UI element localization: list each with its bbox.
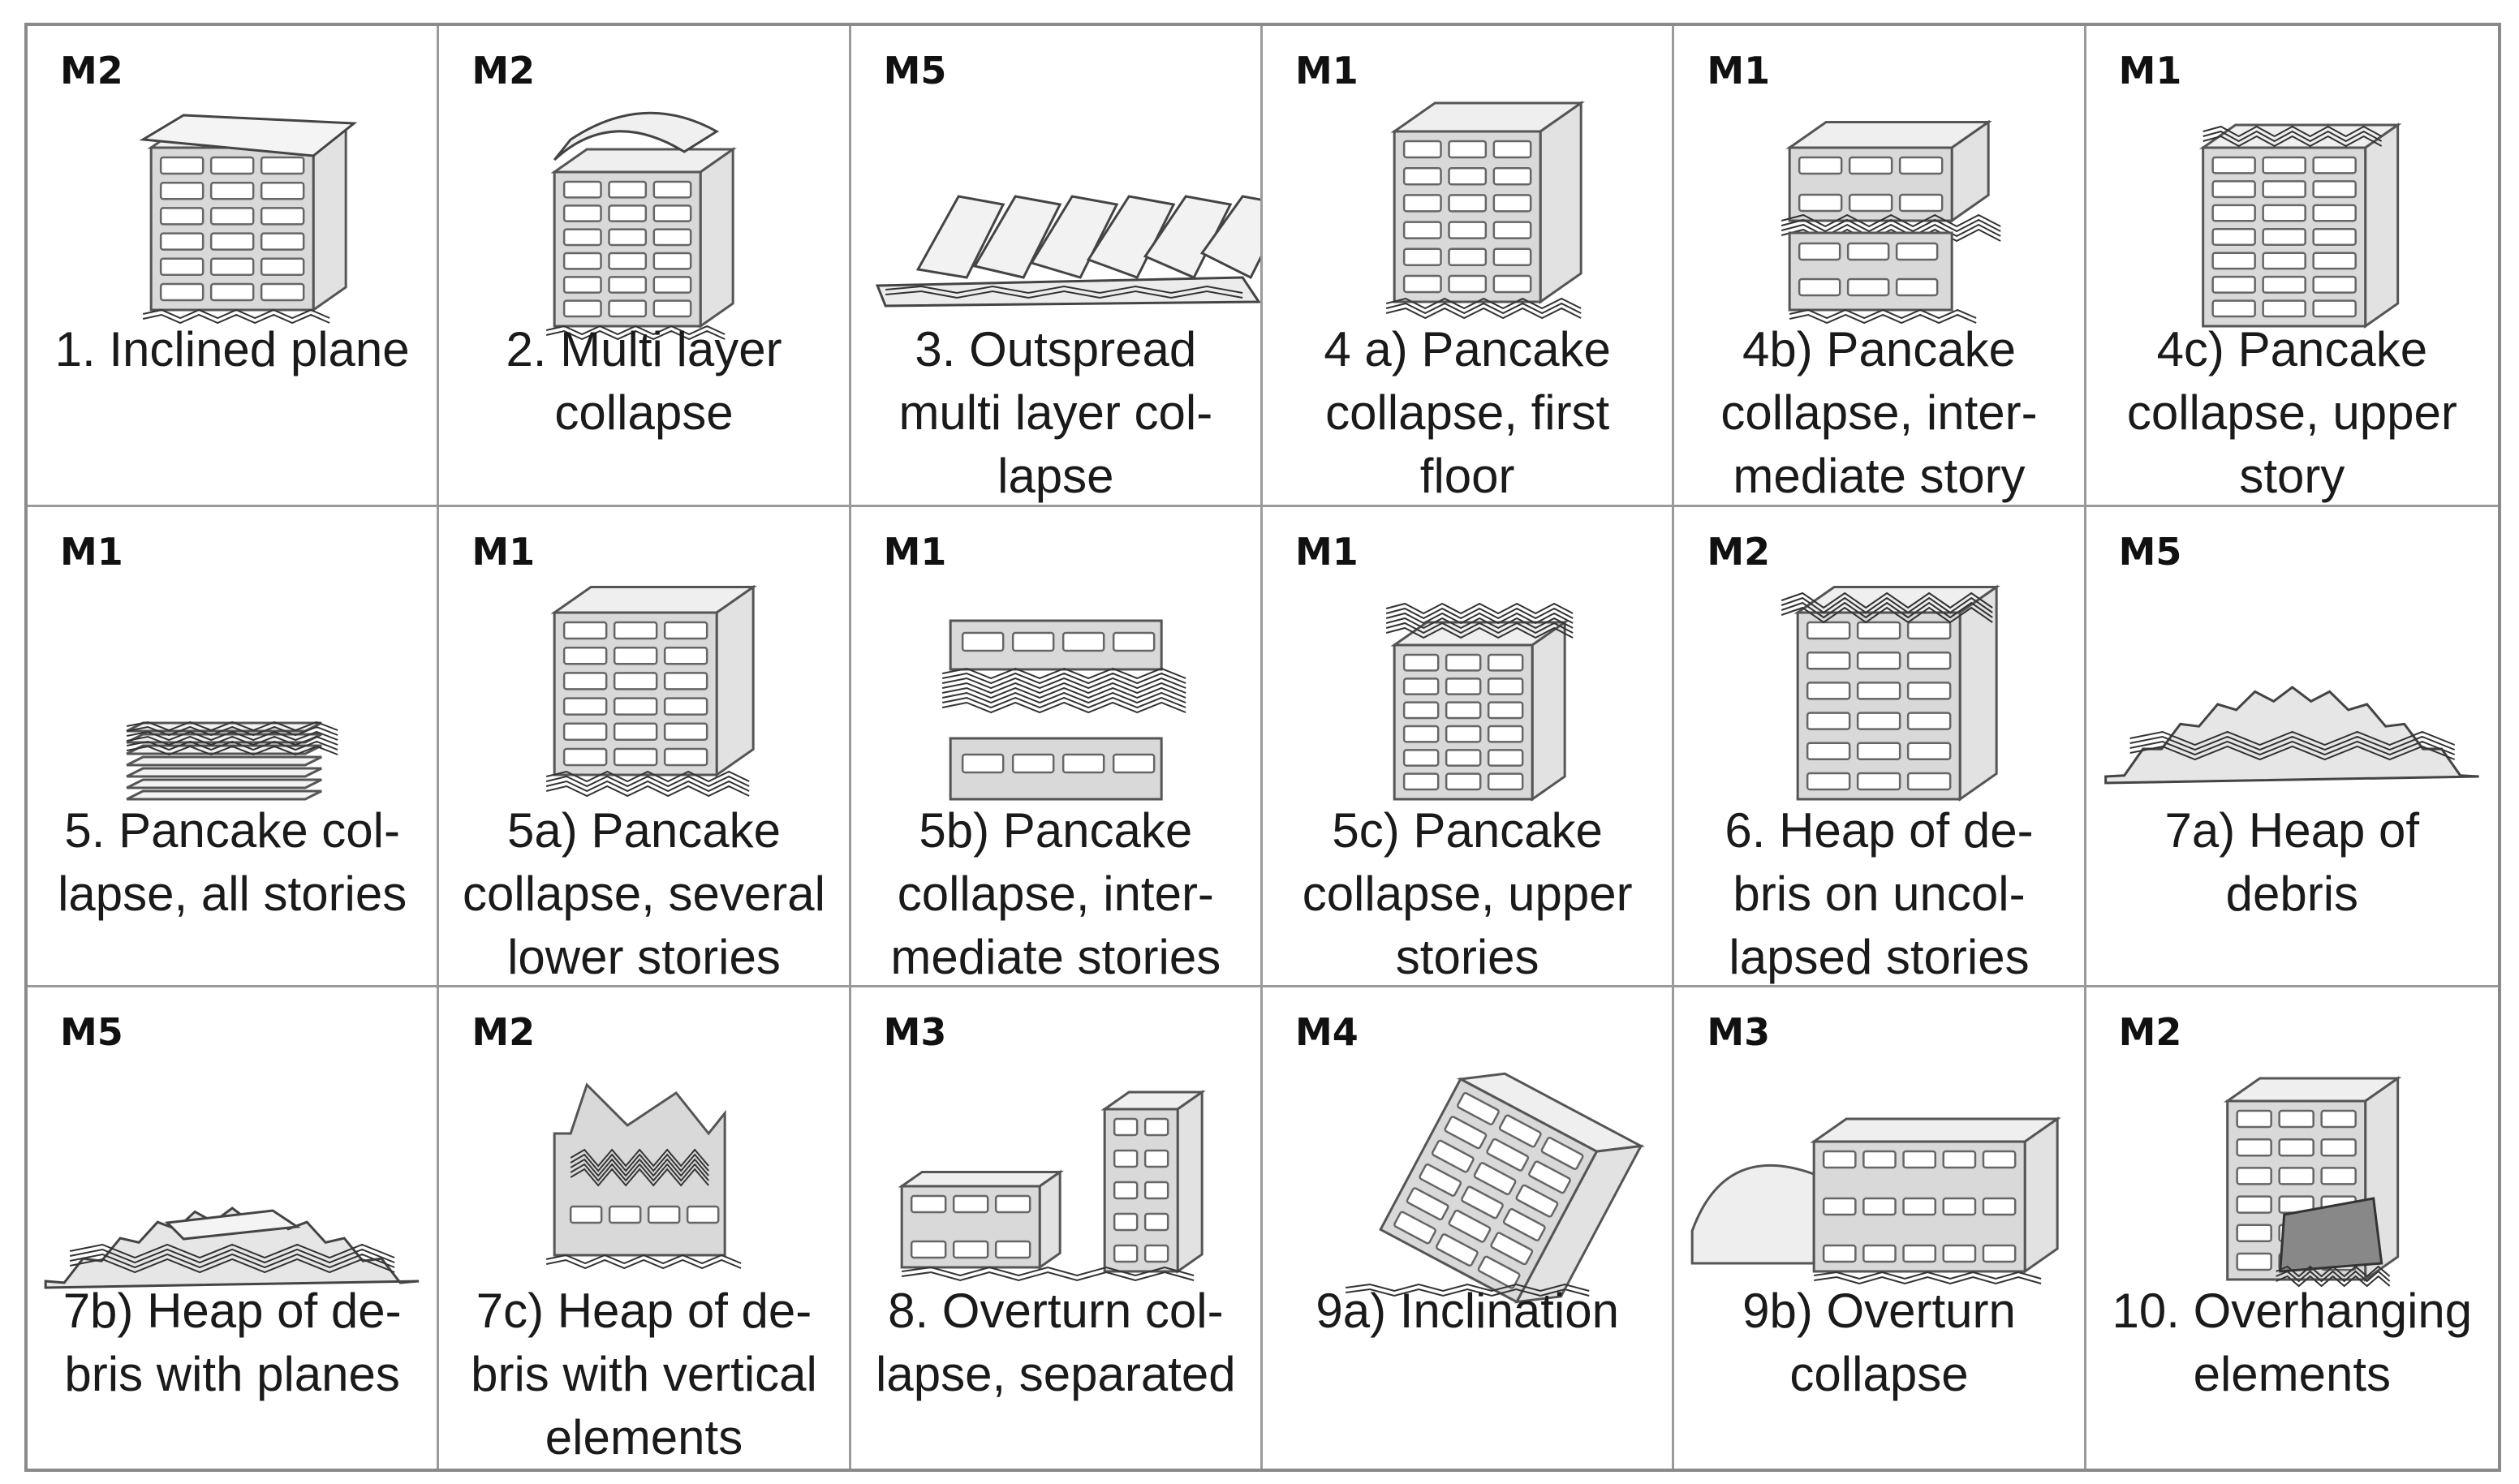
collapse-class-code: M1 (2118, 49, 2182, 92)
collapse-type-cell: M1 5a) Pancake collapse, several lower st… (439, 506, 851, 988)
collapse-type-caption: 5. Pancake col- lapse, all stories (58, 802, 407, 921)
building-upper-collapse-icon (2086, 83, 2498, 342)
collapse-type-cell: M2 10. Overhanging elements (2086, 987, 2498, 1469)
collapse-class-code: M5 (2118, 529, 2182, 574)
collapse-type-caption: 5a) Pancake collapse, several lower stor… (463, 802, 825, 984)
collapse-type-cell: M1 4 a) Pancake collapse, first floor (1263, 26, 1675, 507)
collapse-type-cell: M1 5c) Pancake collapse, upper stories (1263, 506, 1675, 988)
collapse-type-caption: 10. Overhanging elements (2112, 1284, 2473, 1402)
stacked-slabs-icon (28, 564, 437, 824)
collapse-type-cell: M1 4c) Pancake collapse, upper story (2086, 26, 2498, 507)
collapse-type-caption: 4b) Pancake collapse, inter- mediate sto… (1720, 322, 2038, 503)
overhanging-elements-icon (2086, 1044, 2498, 1304)
collapse-class-code: M1 (883, 529, 947, 574)
overturn-collapse-icon (1674, 1044, 2083, 1304)
outspread-slabs-icon (851, 83, 1260, 342)
building-tilted-icon (1263, 1044, 1672, 1304)
collapse-type-cell: M2 1. Inclined plane (28, 26, 440, 507)
building-first-floor-collapse-icon (1263, 83, 1672, 342)
collapse-type-cell: M2 7c) Heap of de- bris with vertical ele… (439, 987, 851, 1469)
building-multi-layer-icon (439, 83, 848, 342)
collapse-type-cell: M2 2. Multi layer collapse (439, 26, 851, 507)
collapse-type-caption: 9b) Overturn collapse (1742, 1284, 2016, 1402)
building-intermediate-collapse-icon (1674, 83, 2083, 342)
collapse-type-cell: M5 7a) Heap of debris (2086, 507, 2498, 988)
collapse-class-code: M2 (472, 49, 536, 92)
collapse-class-code: M2 (1707, 529, 1771, 574)
collapse-class-code: M1 (1295, 529, 1359, 574)
collapse-type-caption: 5c) Pancake collapse, upper stories (1302, 802, 1633, 984)
collapse-type-cell: M3 9b) Overturn collapse (1674, 987, 2086, 1469)
collapse-type-cell: M1 4b) Pancake collapse, inter- mediate s… (1674, 26, 2086, 507)
collapse-class-code: M1 (472, 529, 536, 574)
overturn-separated-icon (851, 1044, 1260, 1304)
debris-vertical-walls-icon (439, 1044, 848, 1304)
collapse-type-caption: 6. Heap of de- bris on uncol- lapsed sto… (1725, 802, 2034, 984)
collapse-class-code: M4 (1295, 1010, 1359, 1055)
debris-planes-icon (28, 1044, 437, 1304)
building-inclined-roof-icon (28, 83, 437, 342)
collapse-type-cell: M5 3. Outspread multi layer col- lapse (850, 26, 1263, 507)
collapse-type-caption: 4 a) Pancake collapse, first floor (1324, 322, 1611, 503)
collapse-type-cell: M1 5b) Pancake collapse, inter- mediate s… (850, 506, 1263, 988)
collapse-class-code: M2 (60, 49, 123, 92)
collapse-class-code: M2 (472, 1010, 536, 1055)
collapse-type-caption: 2. Multi layer collapse (506, 322, 782, 440)
collapse-class-code: M5 (883, 49, 947, 92)
collapse-class-code: M2 (2118, 1010, 2182, 1055)
building-debris-top-icon (1674, 564, 2083, 824)
collapse-class-code: M3 (1707, 1010, 1771, 1055)
collapse-type-caption: 7a) Heap of debris (2164, 802, 2420, 921)
collapse-type-caption: 7c) Heap of de- bris with vertical eleme… (471, 1284, 817, 1465)
collapse-class-code: M5 (60, 1010, 123, 1055)
collapse-class-code: M3 (883, 1010, 947, 1055)
collapse-type-caption: 3. Outspread multi layer col- lapse (898, 322, 1213, 503)
collapse-class-code: M1 (1295, 49, 1359, 92)
building-intermediate-stories-collapse-icon (851, 564, 1260, 824)
collapse-type-cell: M5 7b) Heap of de- bris with planes (28, 987, 440, 1469)
collapse-type-caption: 8. Overturn col- lapse, separated (876, 1284, 1236, 1402)
collapse-type-caption: 1. Inclined plane (54, 322, 410, 376)
collapse-class-code: M1 (60, 529, 123, 574)
collapse-type-cell: M3 8. Overturn col- lapse, separated (851, 987, 1263, 1469)
collapse-class-code: M1 (1707, 49, 1771, 92)
building-upper-stories-collapse-icon (1263, 564, 1672, 824)
collapse-type-cell: M1 5. Pancake col- lapse, all stories (28, 506, 440, 988)
building-lower-stories-collapse-icon (439, 564, 848, 824)
collapse-type-cell: M4 9a) Inclination (1263, 987, 1675, 1469)
debris-heap-icon (2086, 564, 2498, 824)
collapse-type-caption: 5b) Pancake collapse, inter- mediate sto… (890, 802, 1221, 984)
collapse-type-cell: M2 6. Heap of de- bris on uncol- lapsed s… (1674, 506, 2086, 988)
collapse-type-caption: 4c) Pancake collapse, upper story (2126, 322, 2457, 503)
collapse-type-caption: 7b) Heap of de- bris with planes (62, 1284, 402, 1402)
collapse-type-caption: 9a) Inclination (1315, 1284, 1619, 1339)
